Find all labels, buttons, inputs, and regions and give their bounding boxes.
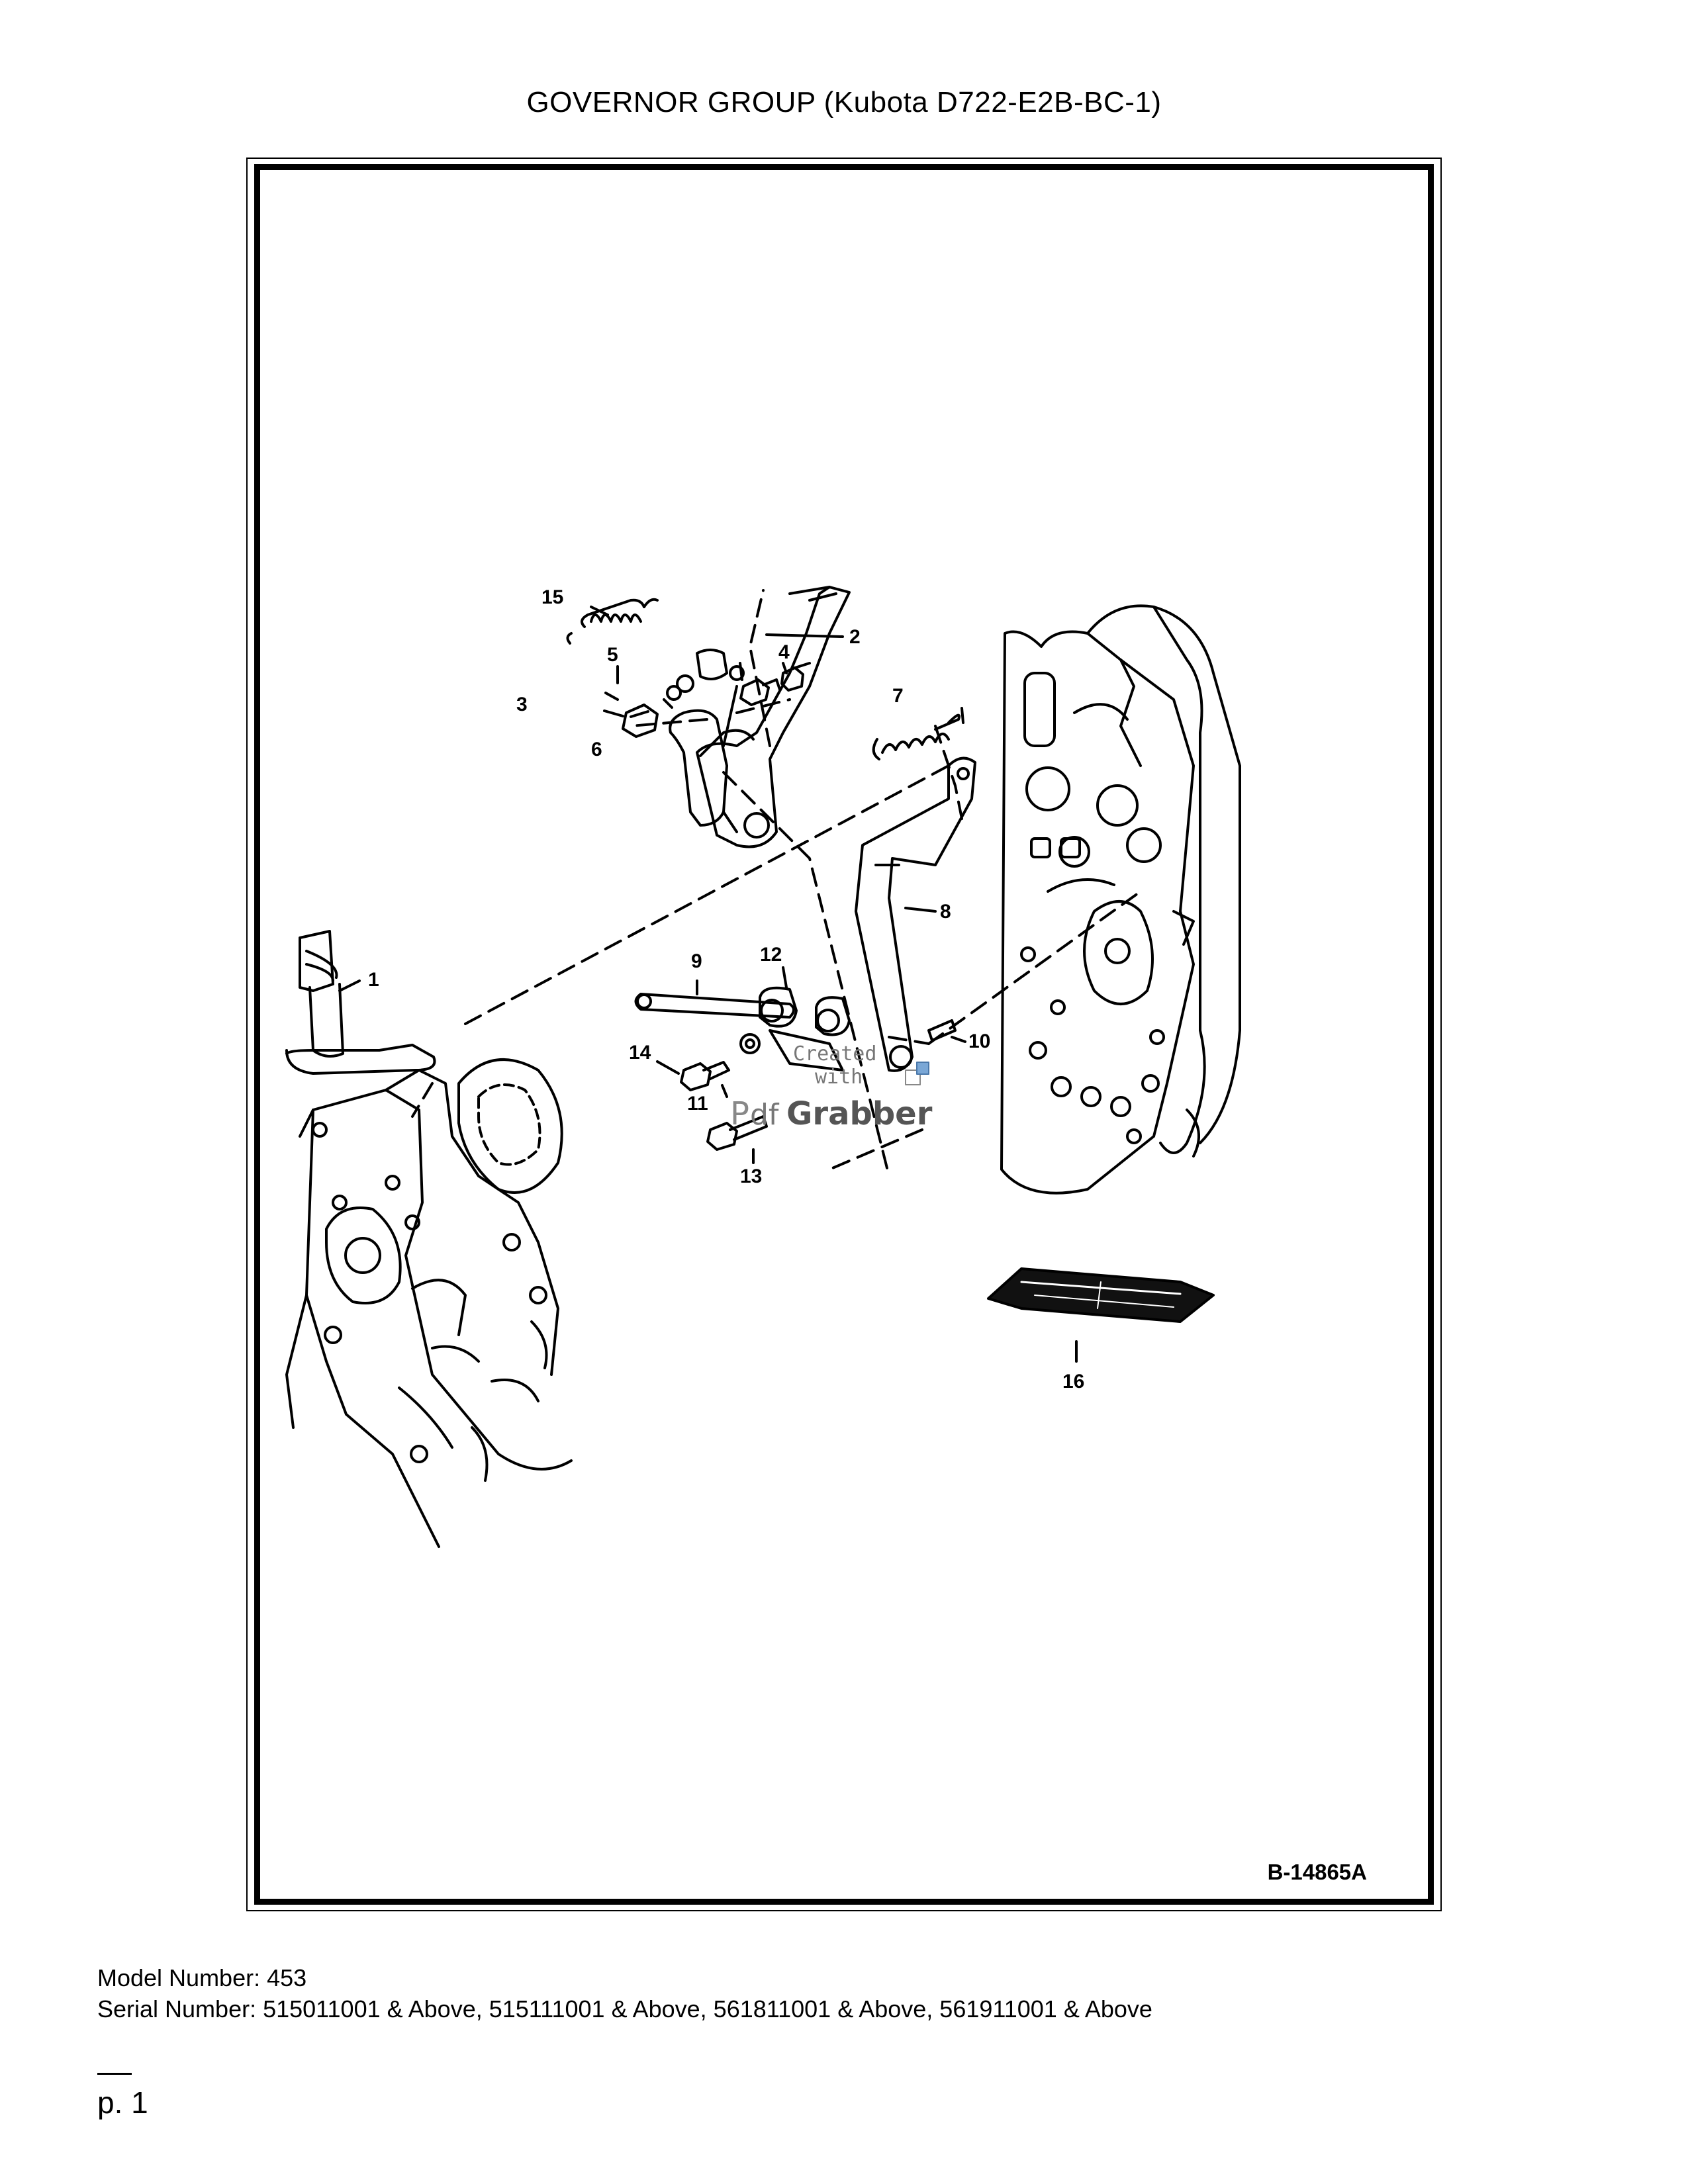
callout-14: 14 bbox=[629, 1042, 651, 1064]
callout-4: 4 bbox=[778, 641, 790, 663]
part-4-bolts bbox=[739, 662, 811, 706]
callout-8: 8 bbox=[940, 901, 951, 923]
callout-3: 3 bbox=[516, 694, 528, 715]
callout-5: 5 bbox=[607, 644, 618, 666]
page-title: GOVERNOR GROUP (Kubota D722-E2B-BC-1) bbox=[526, 86, 1162, 118]
part-13-bolt bbox=[706, 1115, 768, 1151]
callout-9: 9 bbox=[691, 950, 702, 972]
part-10-roll-pin bbox=[927, 1019, 957, 1042]
governor-exploded-diagram: 1 2 3 4 5 6 7 8 9 10 11 12 13 14 15 16 C… bbox=[285, 586, 1241, 1548]
part-12-collars bbox=[759, 986, 851, 1071]
watermark-brand-df: df bbox=[750, 1098, 780, 1132]
callout-13: 13 bbox=[740, 1165, 762, 1187]
callout-2: 2 bbox=[849, 626, 861, 648]
callout-7: 7 bbox=[892, 685, 904, 707]
watermark-with: with bbox=[815, 1066, 863, 1089]
part-6-lever-plate bbox=[669, 709, 738, 833]
callout-6: 6 bbox=[591, 739, 602, 760]
pdfgrabber-watermark: Created with P df Grabber bbox=[730, 1042, 933, 1132]
callout-11: 11 bbox=[687, 1093, 708, 1115]
part-5-pin-bushing bbox=[663, 649, 728, 709]
watermark-brand-p: P bbox=[730, 1095, 749, 1132]
part-15-spring bbox=[566, 598, 659, 645]
callout-15: 15 bbox=[541, 586, 563, 608]
callout-1: 1 bbox=[368, 969, 379, 991]
engine-block-drawing bbox=[1000, 604, 1241, 1195]
watermark-brand-grabber: Grabber bbox=[786, 1095, 933, 1132]
part-11-washer bbox=[739, 1033, 761, 1054]
part-7-spring bbox=[872, 713, 961, 760]
part-2-lever-bracket bbox=[696, 586, 851, 848]
callout-16: 16 bbox=[1062, 1371, 1084, 1392]
gear-case-drawing bbox=[285, 1058, 573, 1548]
part-14-bolt bbox=[680, 1061, 730, 1091]
part-8-control-lever bbox=[855, 756, 976, 1072]
dashed-leaders bbox=[411, 589, 1142, 1177]
watermark-created: Created bbox=[793, 1042, 876, 1066]
footer-rule bbox=[97, 2073, 132, 2075]
figure-frame bbox=[254, 164, 1434, 1905]
model-number: Model Number: 453 bbox=[97, 1964, 307, 1991]
figure-frame-outer bbox=[246, 158, 1442, 1911]
part-3-nut bbox=[622, 704, 659, 738]
callout-10: 10 bbox=[968, 1030, 990, 1052]
callout-12: 12 bbox=[760, 944, 782, 966]
callout-leaders bbox=[338, 606, 1078, 1363]
part-9-pin bbox=[634, 993, 795, 1019]
part-1-governor-shaft bbox=[285, 930, 436, 1075]
figure-code: B-14865A bbox=[1267, 1860, 1367, 1884]
serial-number: Serial Number: 515011001 & Above, 515111… bbox=[97, 1995, 1152, 2023]
part-16-gasket bbox=[987, 1267, 1215, 1323]
page-number: p. 1 bbox=[97, 2085, 148, 2120]
